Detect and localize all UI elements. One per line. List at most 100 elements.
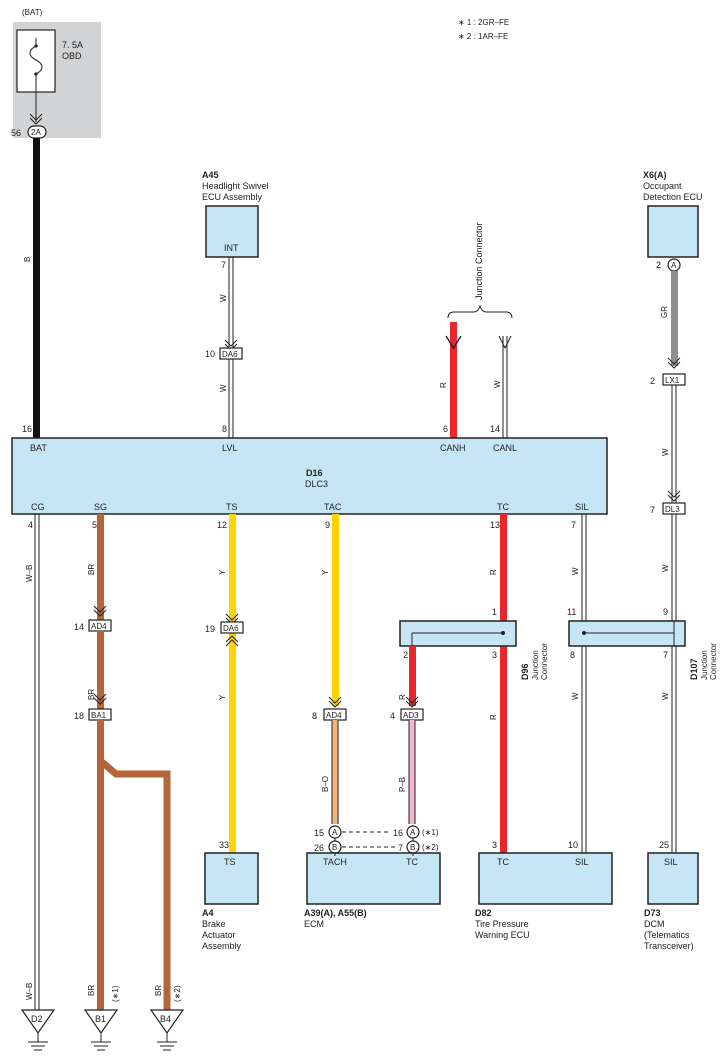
wire-tac bbox=[332, 514, 339, 706]
d82-box bbox=[478, 852, 613, 905]
ground-b1: B1 bbox=[83, 1009, 119, 1051]
svg-text:11: 11 bbox=[567, 607, 576, 617]
ecm-code: A39(A), A55(B) bbox=[304, 908, 367, 918]
svg-text:2A: 2A bbox=[31, 128, 41, 137]
a45-code: A45 bbox=[202, 170, 219, 180]
a4-code: A4 bbox=[202, 908, 214, 918]
svg-text:TS: TS bbox=[226, 502, 238, 512]
svg-text:4: 4 bbox=[390, 711, 395, 721]
svg-text:INT: INT bbox=[224, 243, 239, 253]
svg-text:16: 16 bbox=[393, 828, 403, 838]
svg-text:Y: Y bbox=[218, 694, 227, 700]
dlc3-name: DLC3 bbox=[305, 479, 328, 489]
svg-text:10: 10 bbox=[205, 349, 215, 359]
svg-text:D2: D2 bbox=[31, 1014, 43, 1024]
da6-mid-connector bbox=[220, 621, 244, 634]
wire-canl bbox=[502, 336, 508, 438]
svg-text:W: W bbox=[571, 567, 580, 575]
svg-text:12: 12 bbox=[217, 520, 227, 530]
svg-text:BR: BR bbox=[154, 985, 163, 996]
wire-bat-color: B bbox=[23, 257, 32, 262]
svg-text:DCM: DCM bbox=[644, 919, 665, 929]
svg-text:7: 7 bbox=[398, 843, 403, 853]
svg-text:6: 6 bbox=[443, 424, 448, 434]
svg-text:TC: TC bbox=[497, 857, 509, 867]
a45-box bbox=[205, 205, 259, 258]
dlc3-pin-lvl: LVL bbox=[222, 443, 237, 453]
svg-text:7: 7 bbox=[663, 650, 668, 660]
svg-text:LX1: LX1 bbox=[665, 376, 680, 385]
svg-text:Transceiver): Transceiver) bbox=[644, 941, 694, 951]
svg-text:SIL: SIL bbox=[575, 857, 589, 867]
svg-text:CG: CG bbox=[31, 502, 45, 512]
wire-b4 bbox=[99, 759, 171, 1010]
svg-text:SIL: SIL bbox=[575, 502, 589, 512]
svg-text:ECM: ECM bbox=[304, 919, 324, 929]
ground-b4: B4 bbox=[149, 1009, 185, 1051]
svg-text:DA6: DA6 bbox=[222, 350, 238, 359]
svg-text:A: A bbox=[410, 828, 416, 837]
wire-d96-ad3 bbox=[409, 646, 416, 706]
ad4-top-arrow-icon bbox=[93, 605, 107, 617]
svg-text:DA6: DA6 bbox=[223, 624, 239, 633]
wire-ts bbox=[229, 514, 236, 854]
svg-text:B: B bbox=[332, 843, 337, 852]
svg-text:W: W bbox=[661, 448, 670, 456]
svg-text:B4: B4 bbox=[160, 1014, 171, 1024]
svg-text:R: R bbox=[439, 382, 448, 388]
svg-text:19: 19 bbox=[205, 624, 215, 634]
svg-text:8: 8 bbox=[312, 711, 317, 721]
svg-text:TAC: TAC bbox=[324, 502, 342, 512]
svg-text:(∗2): (∗2) bbox=[173, 985, 182, 1002]
svg-text:2: 2 bbox=[650, 376, 655, 386]
svg-text:Brake: Brake bbox=[202, 919, 226, 929]
svg-text:TACH: TACH bbox=[323, 857, 347, 867]
junction-top-label: Junction Connector bbox=[474, 222, 484, 300]
junction-top-bracket bbox=[447, 304, 513, 319]
svg-text:(∗2): (∗2) bbox=[422, 843, 439, 852]
a4-box bbox=[204, 852, 259, 905]
svg-text:9: 9 bbox=[663, 607, 668, 617]
wire-bo bbox=[331, 720, 339, 824]
svg-text:W: W bbox=[661, 692, 670, 700]
svg-text:R: R bbox=[398, 694, 407, 700]
legend-note-2: ∗ 2 : 1AR–FE bbox=[458, 32, 508, 41]
svg-text:14: 14 bbox=[490, 424, 500, 434]
svg-text:W–B: W–B bbox=[25, 565, 34, 582]
svg-text:8: 8 bbox=[570, 650, 575, 660]
svg-text:3: 3 bbox=[492, 650, 497, 660]
svg-text:7: 7 bbox=[650, 505, 655, 515]
wire-tc bbox=[500, 514, 507, 854]
ad3-arrow-icon bbox=[405, 696, 419, 708]
svg-text:D96: D96 bbox=[520, 663, 530, 680]
dlc3-pin-bat: BAT bbox=[30, 443, 47, 453]
svg-text:Connector: Connector bbox=[540, 643, 549, 680]
svg-text:7: 7 bbox=[221, 260, 226, 270]
svg-text:A: A bbox=[332, 828, 338, 837]
svg-text:Y: Y bbox=[321, 569, 330, 575]
ad4-low-arrow-icon bbox=[328, 696, 342, 708]
fuse-name: OBD bbox=[62, 51, 82, 61]
wire-sg bbox=[97, 514, 104, 622]
canh-arrow-icon bbox=[445, 335, 462, 350]
svg-text:AD4: AD4 bbox=[91, 622, 107, 631]
dlc3-box bbox=[11, 437, 608, 515]
ecm-box bbox=[306, 852, 441, 905]
svg-text:3: 3 bbox=[492, 840, 497, 850]
svg-text:B–O: B–O bbox=[321, 776, 330, 792]
svg-text:Actuator: Actuator bbox=[202, 930, 236, 940]
svg-text:R: R bbox=[489, 569, 498, 575]
svg-text:W: W bbox=[219, 384, 228, 392]
wire-occupant bbox=[671, 271, 678, 366]
svg-text:W–B: W–B bbox=[25, 983, 34, 1000]
svg-text:14: 14 bbox=[74, 622, 84, 632]
dlc3-code: D16 bbox=[306, 468, 323, 478]
svg-text:Y: Y bbox=[218, 569, 227, 575]
x6-code: X6(A) bbox=[643, 170, 667, 180]
d73-box bbox=[647, 852, 699, 905]
svg-text:W: W bbox=[493, 380, 502, 388]
dl3-connector bbox=[662, 502, 686, 515]
svg-text:(∗1): (∗1) bbox=[422, 828, 439, 837]
svg-text:B: B bbox=[410, 843, 415, 852]
d73-code: D73 bbox=[644, 908, 661, 918]
